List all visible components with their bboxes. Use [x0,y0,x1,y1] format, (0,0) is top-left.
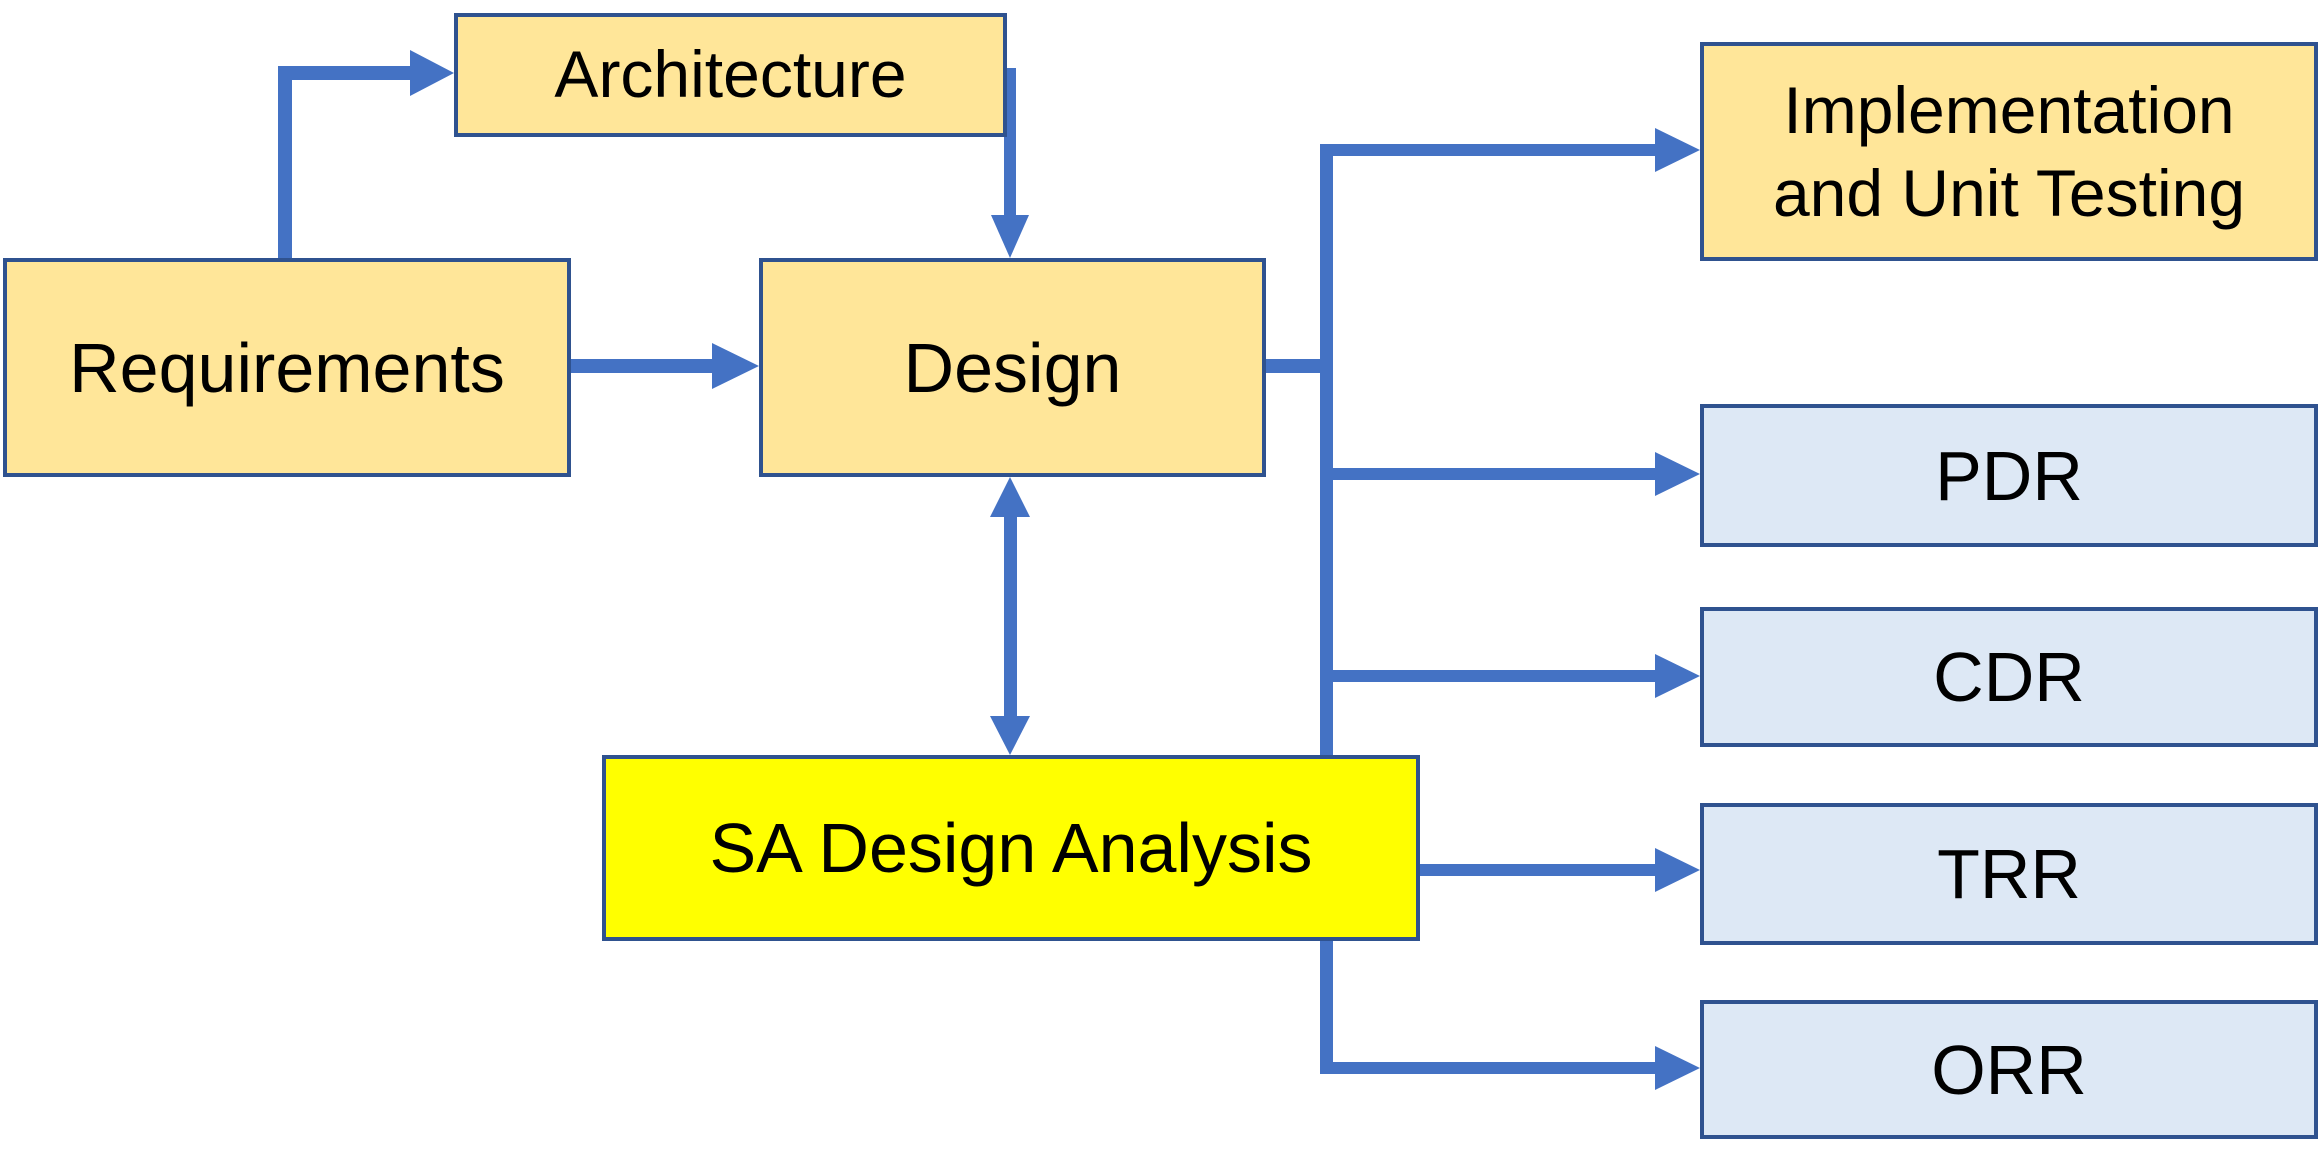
connector-design-sa [1004,515,1017,721]
node-implementation-label-line1: Implementation [1783,73,2235,147]
node-orr-label: ORR [1931,1030,2087,1109]
node-architecture[interactable]: Architecture [454,13,1007,137]
node-implementation[interactable]: Implementation and Unit Testing [1700,42,2318,261]
connector-branch-orr [1320,1062,1665,1074]
connector-branch-pdr [1320,468,1665,480]
node-sa-design-analysis-label: SA Design Analysis [709,809,1313,887]
connector-req-design [571,359,717,373]
arrowhead-design-left [712,343,759,389]
connector-design-trunk [1266,359,1332,373]
arrowhead-trr [1655,848,1700,892]
node-trr-label: TRR [1937,835,2081,913]
connector-branch-cdr [1320,670,1665,682]
arrowhead-orr [1655,1046,1700,1090]
arrowhead-implementation [1655,128,1700,172]
connector-branch-implementation [1320,144,1665,156]
node-architecture-label: Architecture [554,37,907,112]
arrowhead-design-bottom [990,477,1030,517]
connector-req-arch-horizontal [278,66,418,80]
node-pdr-label: PDR [1935,436,2083,515]
arrowhead-architecture [410,50,454,96]
arrowhead-cdr [1655,654,1700,698]
node-requirements-label: Requirements [69,328,505,407]
node-orr[interactable]: ORR [1700,1000,2318,1139]
connector-arch-design [1004,68,1016,220]
node-design-label: Design [903,328,1122,407]
node-design[interactable]: Design [759,258,1266,477]
connector-req-arch-vertical [278,72,292,258]
node-implementation-label-line2: and Unit Testing [1772,155,2246,230]
node-sa-design-analysis[interactable]: SA Design Analysis [602,755,1420,941]
node-cdr[interactable]: CDR [1700,607,2318,747]
node-trr[interactable]: TRR [1700,803,2318,945]
node-pdr[interactable]: PDR [1700,404,2318,547]
arrowhead-sa-top [990,716,1030,755]
node-cdr-label: CDR [1933,638,2085,716]
arrowhead-pdr [1655,452,1700,496]
arrowhead-design-top [991,215,1029,258]
node-requirements[interactable]: Requirements [3,258,571,477]
